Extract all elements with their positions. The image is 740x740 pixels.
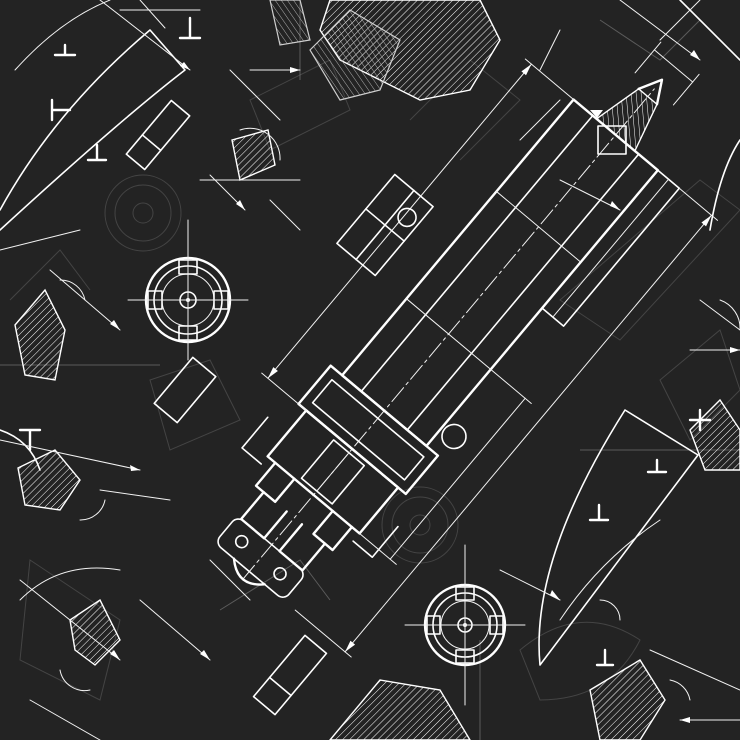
- dimension-arrowheads: [110, 50, 740, 723]
- cam-profile-curves: [0, 0, 740, 666]
- chuck-face-view-upper: [127, 219, 249, 361]
- chuck-face-view-lower: [404, 544, 526, 706]
- arc-details: [59, 127, 740, 701]
- hatched-sections: [14, 0, 740, 740]
- main-tool-assembly: [217, 41, 719, 658]
- detail-blocks: [125, 99, 627, 716]
